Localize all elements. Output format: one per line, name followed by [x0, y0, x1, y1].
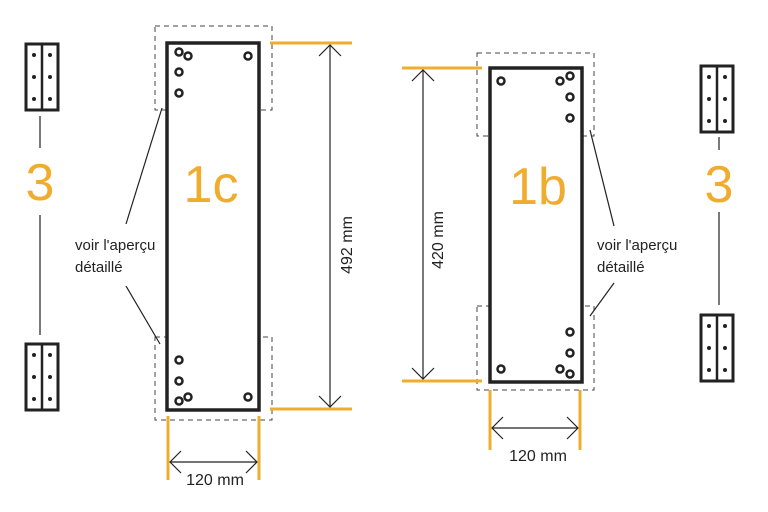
width-arrow: [491, 416, 579, 440]
hinge-icon: [24, 342, 60, 412]
leader-line: [589, 129, 615, 227]
panel-1c: 1c 492 mm 120 mm voir l'aperçu détaillé: [75, 25, 356, 489]
hole-set: [174, 47, 253, 406]
height-dimension: 420 mm: [430, 211, 447, 269]
detail-note-line2: détaillé: [75, 259, 123, 276]
detail-note-line1: voir l'aperçu: [597, 237, 677, 254]
hinge-group-left: 3: [24, 42, 60, 412]
hole-set: [496, 71, 575, 379]
panel-label: 1c: [184, 156, 239, 214]
leader-line: [589, 282, 615, 317]
panel-1b: 1b 420 mm 120 mm voir l'aperçu détaillé: [402, 52, 677, 465]
detail-box-top: [154, 25, 273, 111]
height-arrow: [318, 44, 342, 408]
detail-note-line2: détaillé: [597, 259, 645, 276]
height-dimension: 492 mm: [339, 216, 356, 274]
leader-line: [125, 285, 161, 345]
hinge-count: 3: [26, 154, 55, 212]
hinge-group-right: 3: [699, 64, 735, 383]
width-dimension: 120 mm: [509, 448, 567, 465]
hinge-icon: [699, 313, 735, 383]
height-arrow: [411, 69, 435, 380]
width-arrow: [169, 450, 258, 474]
hinge-icon: [24, 42, 60, 112]
hinge-count: 3: [705, 156, 734, 214]
detail-note-line1: voir l'aperçu: [75, 237, 155, 254]
leader-line: [125, 107, 163, 225]
panel-label: 1b: [509, 158, 567, 216]
panel-outline: [165, 41, 261, 412]
detail-box-top: [476, 52, 595, 137]
hinge-icon: [699, 64, 735, 134]
width-dimension: 120 mm: [186, 472, 244, 489]
